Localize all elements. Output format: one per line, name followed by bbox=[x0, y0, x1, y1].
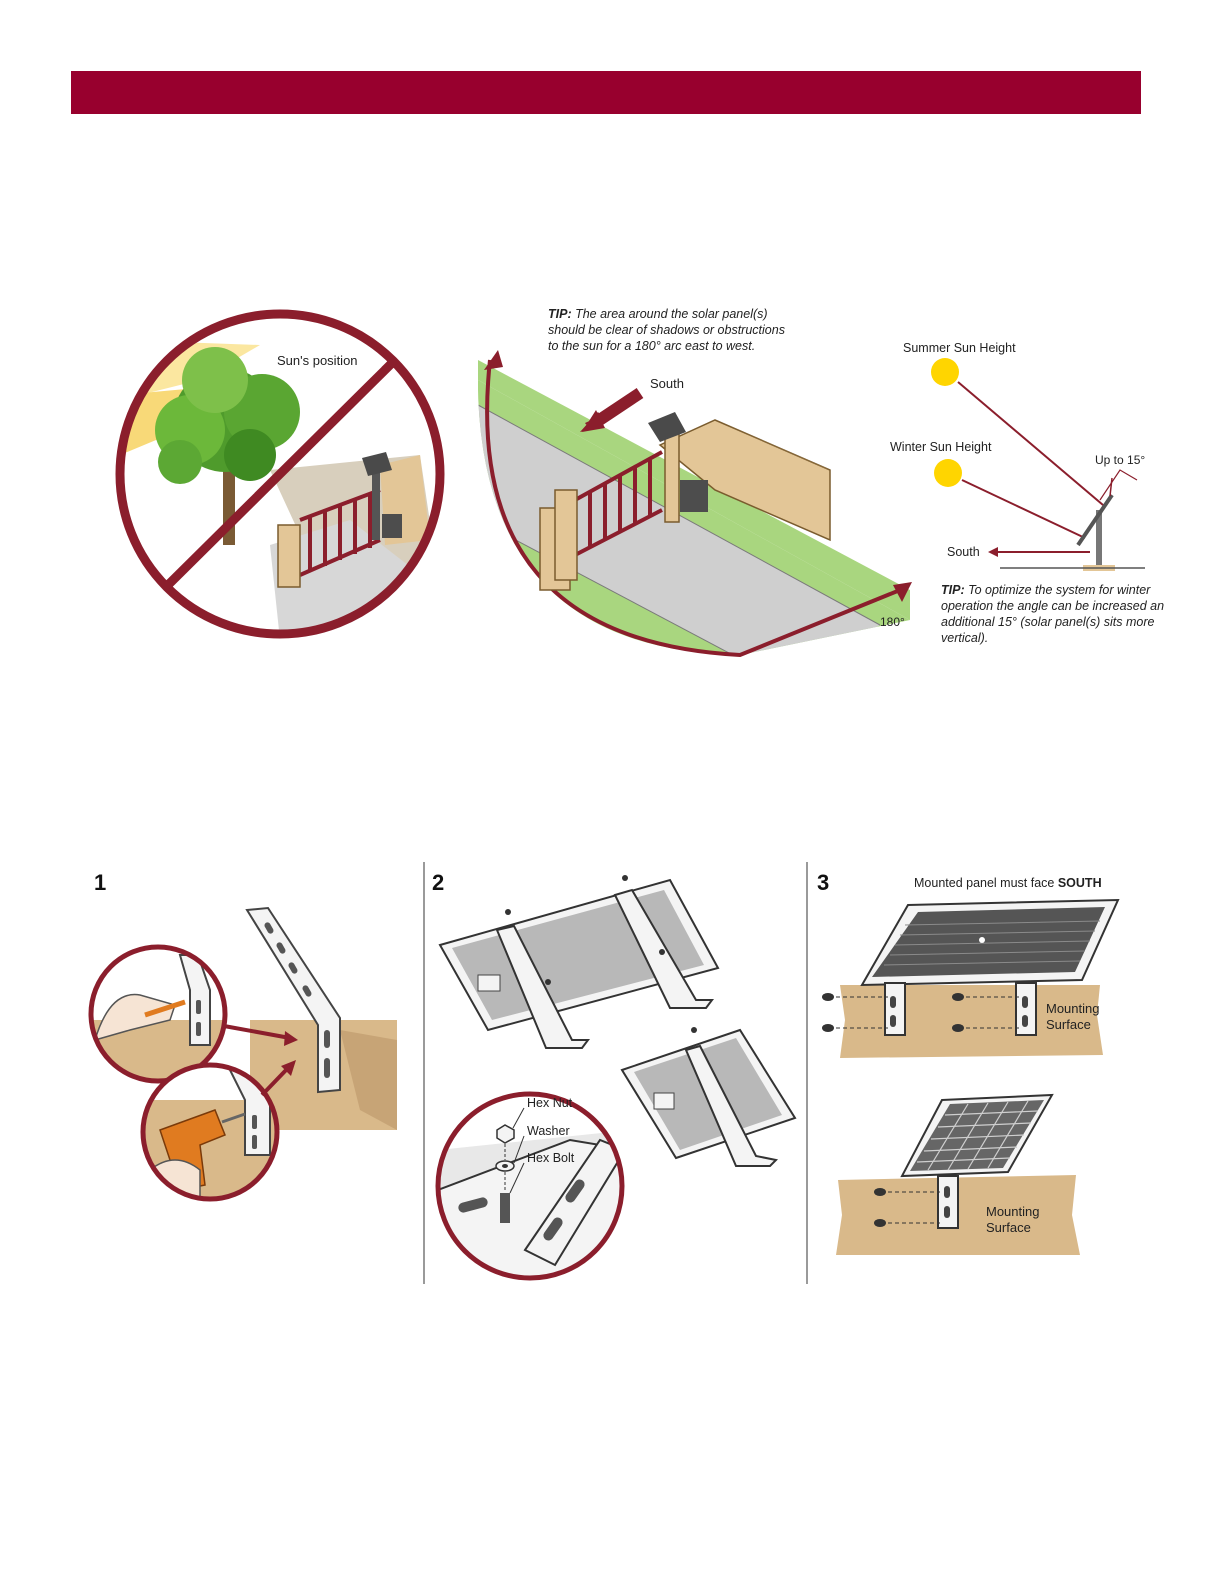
winter-sun-label: Winter Sun Height bbox=[890, 440, 992, 454]
tip-arc-line-1: TIP: The area around the solar panel(s) bbox=[548, 307, 768, 321]
washer-label: Washer bbox=[527, 1124, 570, 1138]
shaded-placement-panel: Sun's position bbox=[110, 300, 450, 640]
face-south-label: Mounted panel must face SOUTH bbox=[914, 876, 1102, 890]
step-1-number: 1 bbox=[94, 870, 106, 895]
mounting-surface-label-1a: Mounting bbox=[1046, 1001, 1099, 1016]
step-2-number: 2 bbox=[432, 870, 444, 895]
summer-sun-icon bbox=[931, 358, 959, 386]
tip-winter-line-4: vertical). bbox=[941, 631, 988, 645]
clear-arc-panel: South 180° TIP: The area around the sola… bbox=[478, 307, 912, 700]
tip-winter-line-2: operation the angle can be increased an bbox=[941, 599, 1164, 613]
mounting-surface-label-1b: Surface bbox=[1046, 1017, 1091, 1032]
step-3-number: 3 bbox=[817, 870, 829, 895]
tip-winter-line-1: TIP: To optimize the system for winter bbox=[941, 583, 1151, 597]
up-to-15-label: Up to 15° bbox=[1095, 453, 1145, 467]
mounting-surface-label-2a: Mounting bbox=[986, 1204, 1039, 1219]
step-divider-1 bbox=[423, 862, 425, 1284]
sun-position-label: Sun's position bbox=[277, 353, 358, 368]
step-1-panel: 1 bbox=[90, 870, 397, 1200]
tip-arc-line-3: to the sun for a 180° arc east to west. bbox=[548, 339, 755, 353]
mounting-surface-label-2b: Surface bbox=[986, 1220, 1031, 1235]
hex-bolt-label: Hex Bolt bbox=[527, 1151, 575, 1165]
solar-placement-figure: Sun's position bbox=[0, 0, 1224, 700]
tip-arc-line-2: should be clear of shadows or obstructio… bbox=[548, 323, 785, 337]
step-2-panel: 2 bbox=[432, 870, 795, 1278]
step-divider-2 bbox=[806, 862, 808, 1284]
sun-height-panel: Summer Sun Height Winter Sun Height Up t… bbox=[890, 341, 1164, 645]
south-label-middle: South bbox=[650, 376, 684, 391]
winter-sun-icon bbox=[934, 459, 962, 487]
south-label-right: South bbox=[947, 545, 980, 559]
step-3-panel: 3 Mounted panel must face SOUTH Mounting… bbox=[817, 870, 1118, 1255]
hex-nut-label: Hex Nut bbox=[527, 1096, 573, 1110]
summer-sun-label: Summer Sun Height bbox=[903, 341, 1016, 355]
arc-degrees-label: 180° bbox=[880, 615, 905, 629]
tip-winter-line-3: additional 15° (solar panel(s) sits more bbox=[941, 615, 1154, 629]
